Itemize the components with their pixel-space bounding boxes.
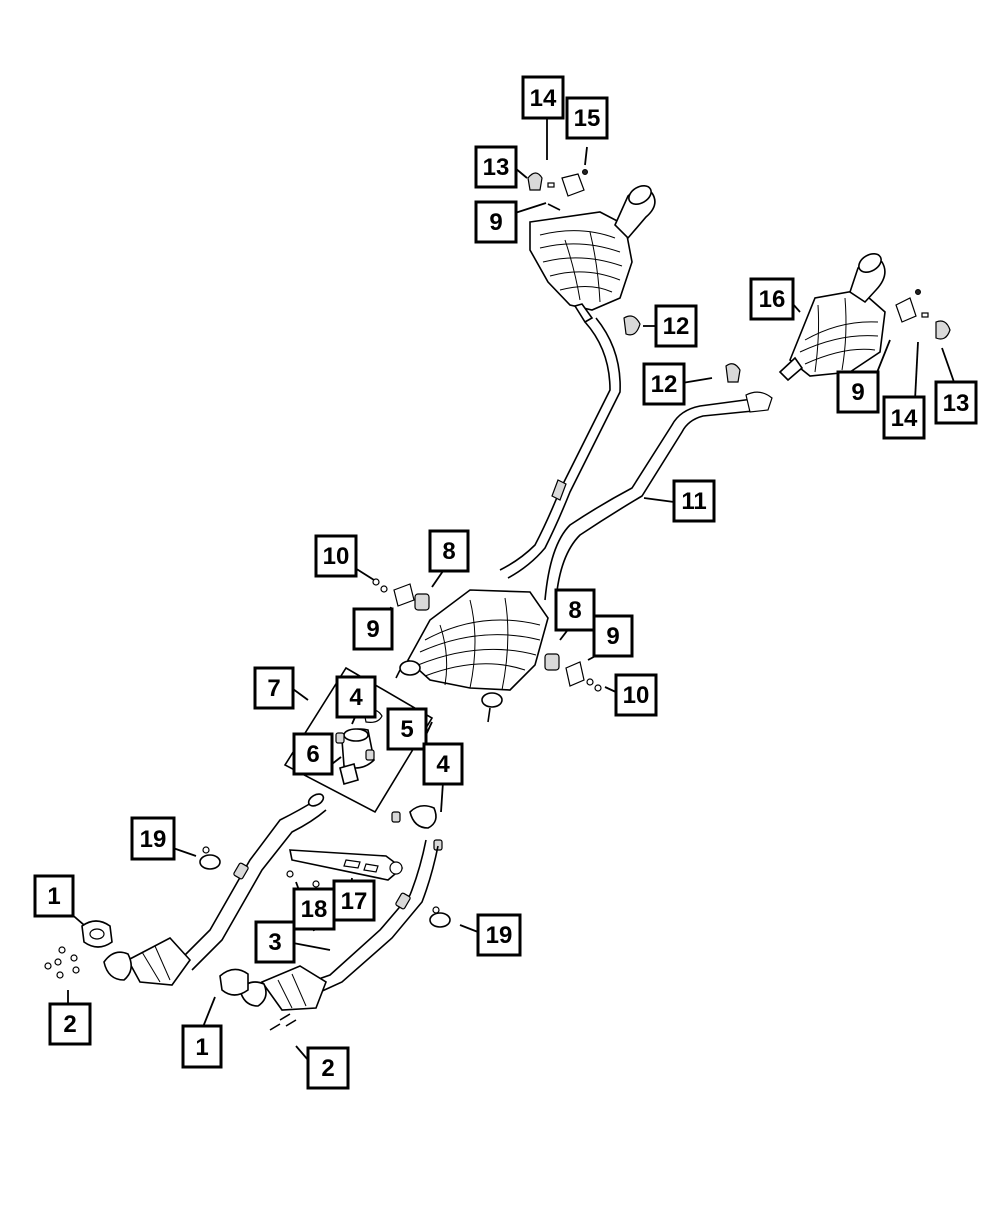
callout-3: 3 xyxy=(254,920,296,964)
callout-5: 5 xyxy=(386,707,428,751)
svg-text:6: 6 xyxy=(306,741,319,768)
svg-text:15: 15 xyxy=(574,105,601,132)
right-fasteners xyxy=(269,1013,297,1031)
callout-9-center: 9 xyxy=(592,614,634,658)
callout-19-left: 19 xyxy=(130,816,176,861)
svg-text:2: 2 xyxy=(63,1011,76,1038)
svg-text:9: 9 xyxy=(851,379,864,406)
right-front-pipe-flange xyxy=(391,804,443,851)
callout-14-right: 14 xyxy=(882,395,926,440)
svg-text:4: 4 xyxy=(436,751,450,778)
svg-text:14: 14 xyxy=(891,405,918,432)
svg-text:13: 13 xyxy=(943,390,970,417)
left-rear-muffler xyxy=(529,185,656,324)
resonator-hangers xyxy=(372,578,602,692)
svg-text:9: 9 xyxy=(606,623,619,650)
callout-9-right: 9 xyxy=(836,370,880,414)
svg-text:8: 8 xyxy=(568,597,581,624)
rear-hanger-parts-left xyxy=(527,169,588,211)
callout-1-left: 1 xyxy=(33,874,75,918)
callout-9-left: 9 xyxy=(352,607,394,651)
callout-8-right: 8 xyxy=(554,588,596,632)
right-gasket xyxy=(219,968,249,996)
left-downpipe-catalytic-converter xyxy=(103,793,327,986)
svg-text:19: 19 xyxy=(486,922,513,949)
svg-text:1: 1 xyxy=(195,1034,208,1061)
clamps xyxy=(199,846,451,928)
callout-13-right: 13 xyxy=(934,380,978,425)
callout-10-right: 10 xyxy=(614,673,658,717)
callout-13-top: 13 xyxy=(474,145,518,189)
center-resonator xyxy=(395,589,549,723)
svg-text:4: 4 xyxy=(349,684,363,711)
callout-8-left: 8 xyxy=(428,529,470,573)
rear-hanger-parts-right xyxy=(895,289,951,340)
svg-text:10: 10 xyxy=(623,682,650,709)
callout-7: 7 xyxy=(253,666,295,710)
exploded-assembly-detail xyxy=(283,666,434,814)
callout-1-right: 1 xyxy=(181,1024,223,1069)
svg-text:14: 14 xyxy=(530,85,557,112)
callout-11: 11 xyxy=(672,479,716,523)
svg-text:1: 1 xyxy=(47,883,60,910)
svg-text:17: 17 xyxy=(341,888,368,915)
callout-16: 16 xyxy=(749,277,795,321)
heat-shield-bracket xyxy=(289,849,404,881)
callout-6: 6 xyxy=(292,732,334,776)
right-intermediate-pipe xyxy=(544,391,773,601)
svg-text:12: 12 xyxy=(651,371,678,398)
svg-text:13: 13 xyxy=(483,154,510,181)
parts-artwork xyxy=(44,169,951,1031)
svg-text:5: 5 xyxy=(400,716,413,743)
callout-12-lower: 12 xyxy=(642,362,686,406)
svg-text:7: 7 xyxy=(267,675,280,702)
callout-15: 15 xyxy=(565,96,609,140)
callout-2-left: 2 xyxy=(48,1002,92,1046)
callout-4-flange: 4 xyxy=(422,742,464,786)
svg-text:10: 10 xyxy=(323,543,350,570)
callout-labels: 14 15 13 9 16 12 12 9 xyxy=(33,75,978,1090)
svg-text:16: 16 xyxy=(759,286,786,313)
svg-text:8: 8 xyxy=(442,538,455,565)
right-downpipe-catalytic-converter xyxy=(239,839,439,1011)
svg-text:2: 2 xyxy=(321,1055,334,1082)
bracket-bolts xyxy=(286,870,320,888)
left-gasket xyxy=(81,920,113,948)
svg-text:12: 12 xyxy=(663,313,690,340)
left-intermediate-pipe xyxy=(499,317,621,579)
callout-2-right: 2 xyxy=(306,1046,350,1090)
svg-text:19: 19 xyxy=(140,826,167,853)
callout-12-upper: 12 xyxy=(654,304,698,348)
svg-text:9: 9 xyxy=(489,209,502,236)
svg-text:3: 3 xyxy=(268,929,281,956)
callout-4-detail: 4 xyxy=(335,675,377,719)
left-fasteners xyxy=(44,946,80,979)
svg-text:18: 18 xyxy=(301,896,328,923)
callout-18: 18 xyxy=(292,887,336,931)
callout-19-right: 19 xyxy=(476,913,522,957)
isolators xyxy=(623,315,741,383)
callout-10-left: 10 xyxy=(314,534,358,578)
right-rear-muffler xyxy=(778,253,886,382)
callout-9-top: 9 xyxy=(474,200,518,244)
callout-14-top: 14 xyxy=(521,75,565,120)
svg-text:9: 9 xyxy=(366,616,379,643)
callout-17: 17 xyxy=(332,879,376,922)
svg-text:11: 11 xyxy=(681,488,706,515)
